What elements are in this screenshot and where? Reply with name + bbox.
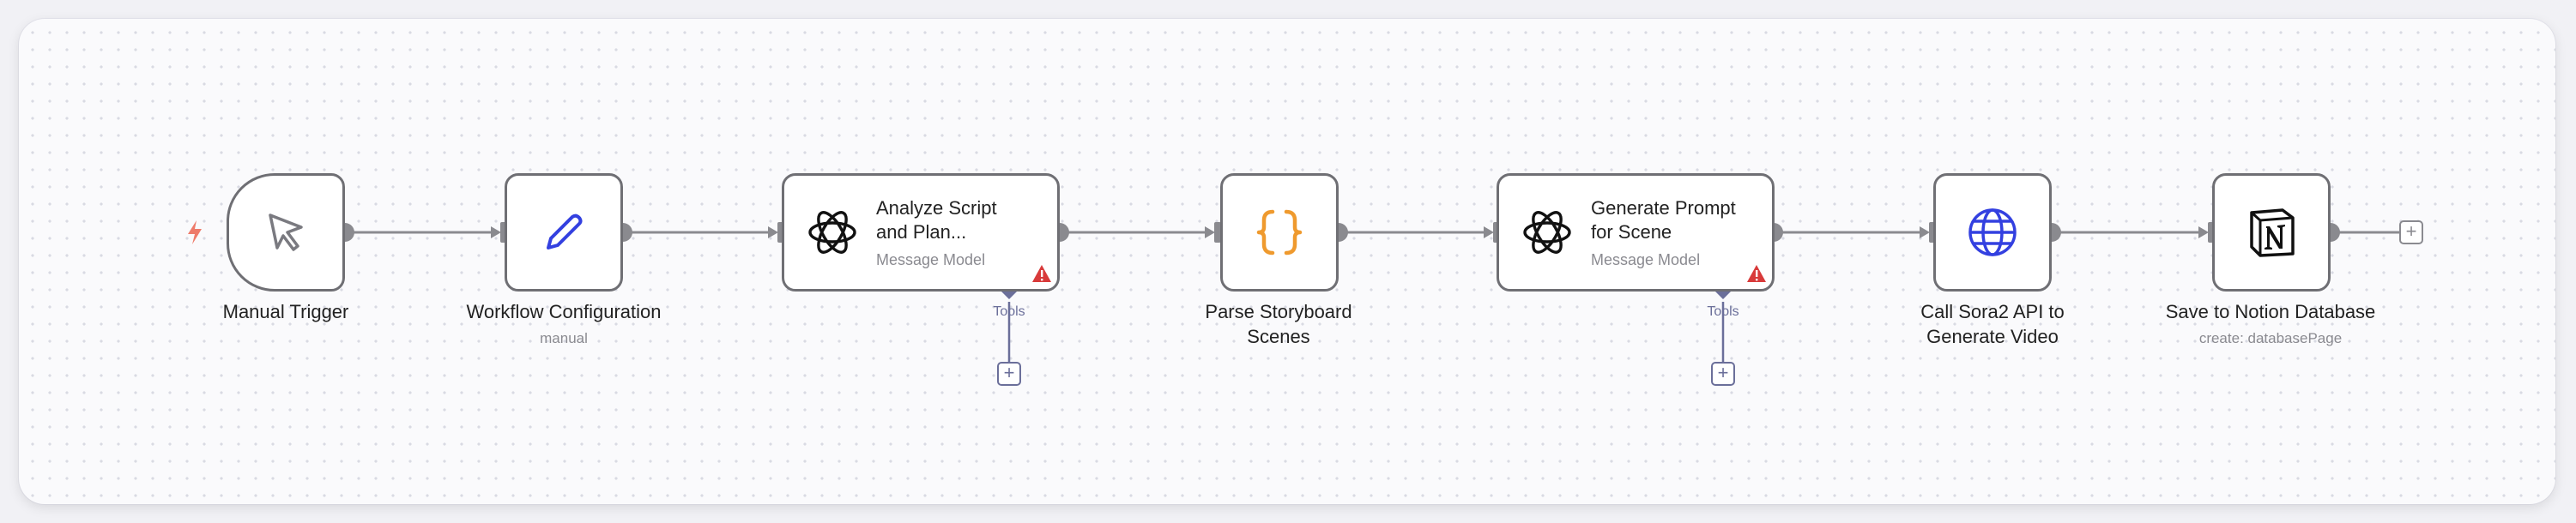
add-tool-button[interactable]: + xyxy=(997,362,1021,386)
node-generate-prompt[interactable]: Generate Prompt for Scene Message Model xyxy=(1497,173,1775,292)
cursor-icon xyxy=(229,176,342,289)
node-label: Save to Notion Database xyxy=(2165,301,2376,322)
node-sublabel: create: databasePage xyxy=(2198,330,2343,346)
node-manual-trigger[interactable] xyxy=(227,173,345,292)
add-node-button[interactable]: + xyxy=(2399,220,2423,244)
node-title: for Scene xyxy=(1591,221,1672,243)
pencil-icon xyxy=(507,176,620,289)
node-label: Scenes xyxy=(1247,326,1310,347)
node-title: Analyze Script xyxy=(876,197,997,219)
node-sublabel: manual xyxy=(540,330,588,346)
node-label: Call Sora2 API to xyxy=(1920,301,2065,322)
trigger-bolt-icon xyxy=(185,219,204,245)
node-workflow-configuration[interactable] xyxy=(505,173,623,292)
node-label: Generate Video xyxy=(1926,326,2059,347)
warning-icon[interactable] xyxy=(1031,263,1053,284)
node-title: and Plan... xyxy=(876,221,967,243)
node-label: Workflow Configuration xyxy=(466,301,662,322)
node-analyze-script[interactable]: Analyze Script and Plan... Message Model xyxy=(782,173,1060,292)
tools-label: Tools xyxy=(993,304,1025,319)
node-parse-storyboard[interactable] xyxy=(1220,173,1339,292)
node-call-sora2[interactable] xyxy=(1933,173,2052,292)
node-title: Generate Prompt xyxy=(1591,197,1736,219)
node-subtitle: Message Model xyxy=(876,251,986,268)
braces-icon xyxy=(1223,176,1336,289)
node-subtitle: Message Model xyxy=(1591,251,1701,268)
warning-icon[interactable] xyxy=(1745,263,1768,284)
notion-icon xyxy=(2215,176,2328,289)
add-tool-button[interactable]: + xyxy=(1711,362,1735,386)
tools-label: Tools xyxy=(1707,304,1739,319)
openai-icon xyxy=(801,201,863,263)
node-label: Manual Trigger xyxy=(222,301,349,322)
openai-icon xyxy=(1516,201,1578,263)
node-label: Parse Storyboard xyxy=(1205,301,1352,322)
globe-icon xyxy=(1936,176,2049,289)
node-save-notion[interactable] xyxy=(2212,173,2331,292)
